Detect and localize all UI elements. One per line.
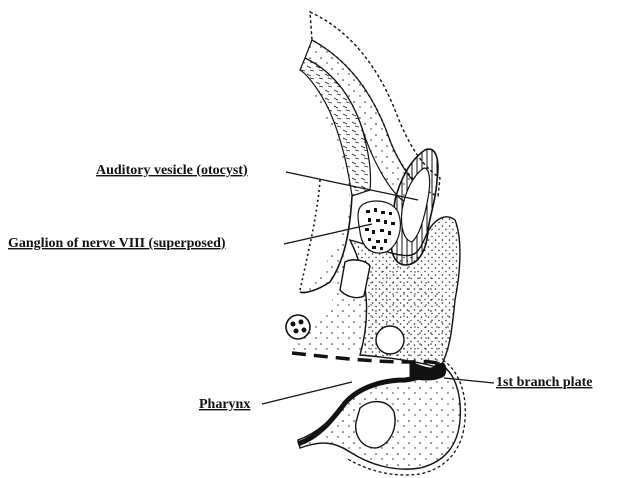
notochord-small-circle <box>286 315 310 339</box>
leader-ganglion <box>284 224 372 244</box>
vessel-rectangle <box>340 260 370 298</box>
label-pharynx: Pharynx <box>199 397 250 412</box>
left-neural-edge <box>300 180 320 290</box>
ganglion-nerve-viii <box>358 201 400 253</box>
label-branch-plate: 1st branch plate <box>496 375 592 390</box>
label-ganglion: Ganglion of nerve VIII (superposed) <box>8 236 226 251</box>
ganglion-outline <box>358 201 400 253</box>
leader-pharynx <box>262 382 352 404</box>
label-auditory-vesicle: Auditory vesicle (otocyst) <box>96 163 248 178</box>
vessel-circle <box>376 326 404 354</box>
